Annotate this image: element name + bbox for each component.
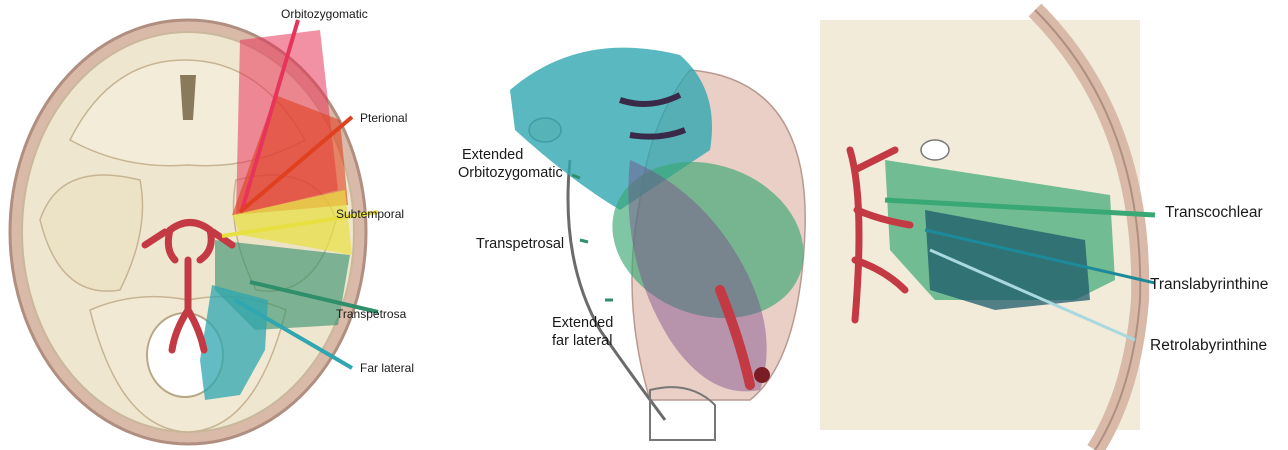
label-retrolabyrinthine: Retrolabyrinthine [1150,337,1267,354]
label-extended-far-lateral-line1: Extended [552,316,613,332]
label-translabyrinthine: Translabyrinthine [1150,276,1268,293]
label-pterional: Pterional [360,112,407,125]
skull-base-axial-panel: Orbitozygomatic Pterional Subtemporal Tr… [0,0,420,450]
lateral-approach-illustration [420,0,810,450]
label-extended-orbitozygomatic-line1: Extended [462,148,523,164]
artery-cross-section [754,367,770,383]
lateral-approach-panel: Extended Orbitozygomatic Transpetrosal E… [420,0,810,450]
label-far-lateral: Far lateral [360,362,414,375]
label-orbitozygomatic: Orbitozygomatic [281,8,368,21]
foramen [921,140,949,160]
label-transpetrosa: Transpetrosa [336,308,406,321]
label-extended-far-lateral-line2: far lateral [552,334,612,350]
petrous-approach-illustration [815,0,1288,450]
label-extended-orbitozygomatic-line2: Orbitozygomatic [458,166,563,182]
label-transpetrosal: Transpetrosal [476,237,564,253]
label-transcochlear: Transcochlear [1165,204,1263,221]
label-subtemporal: Subtemporal [336,208,404,221]
skull-base-illustration [0,0,420,450]
petrous-approach-panel: Transcochlear Translabyrinthine Retrolab… [815,0,1288,450]
